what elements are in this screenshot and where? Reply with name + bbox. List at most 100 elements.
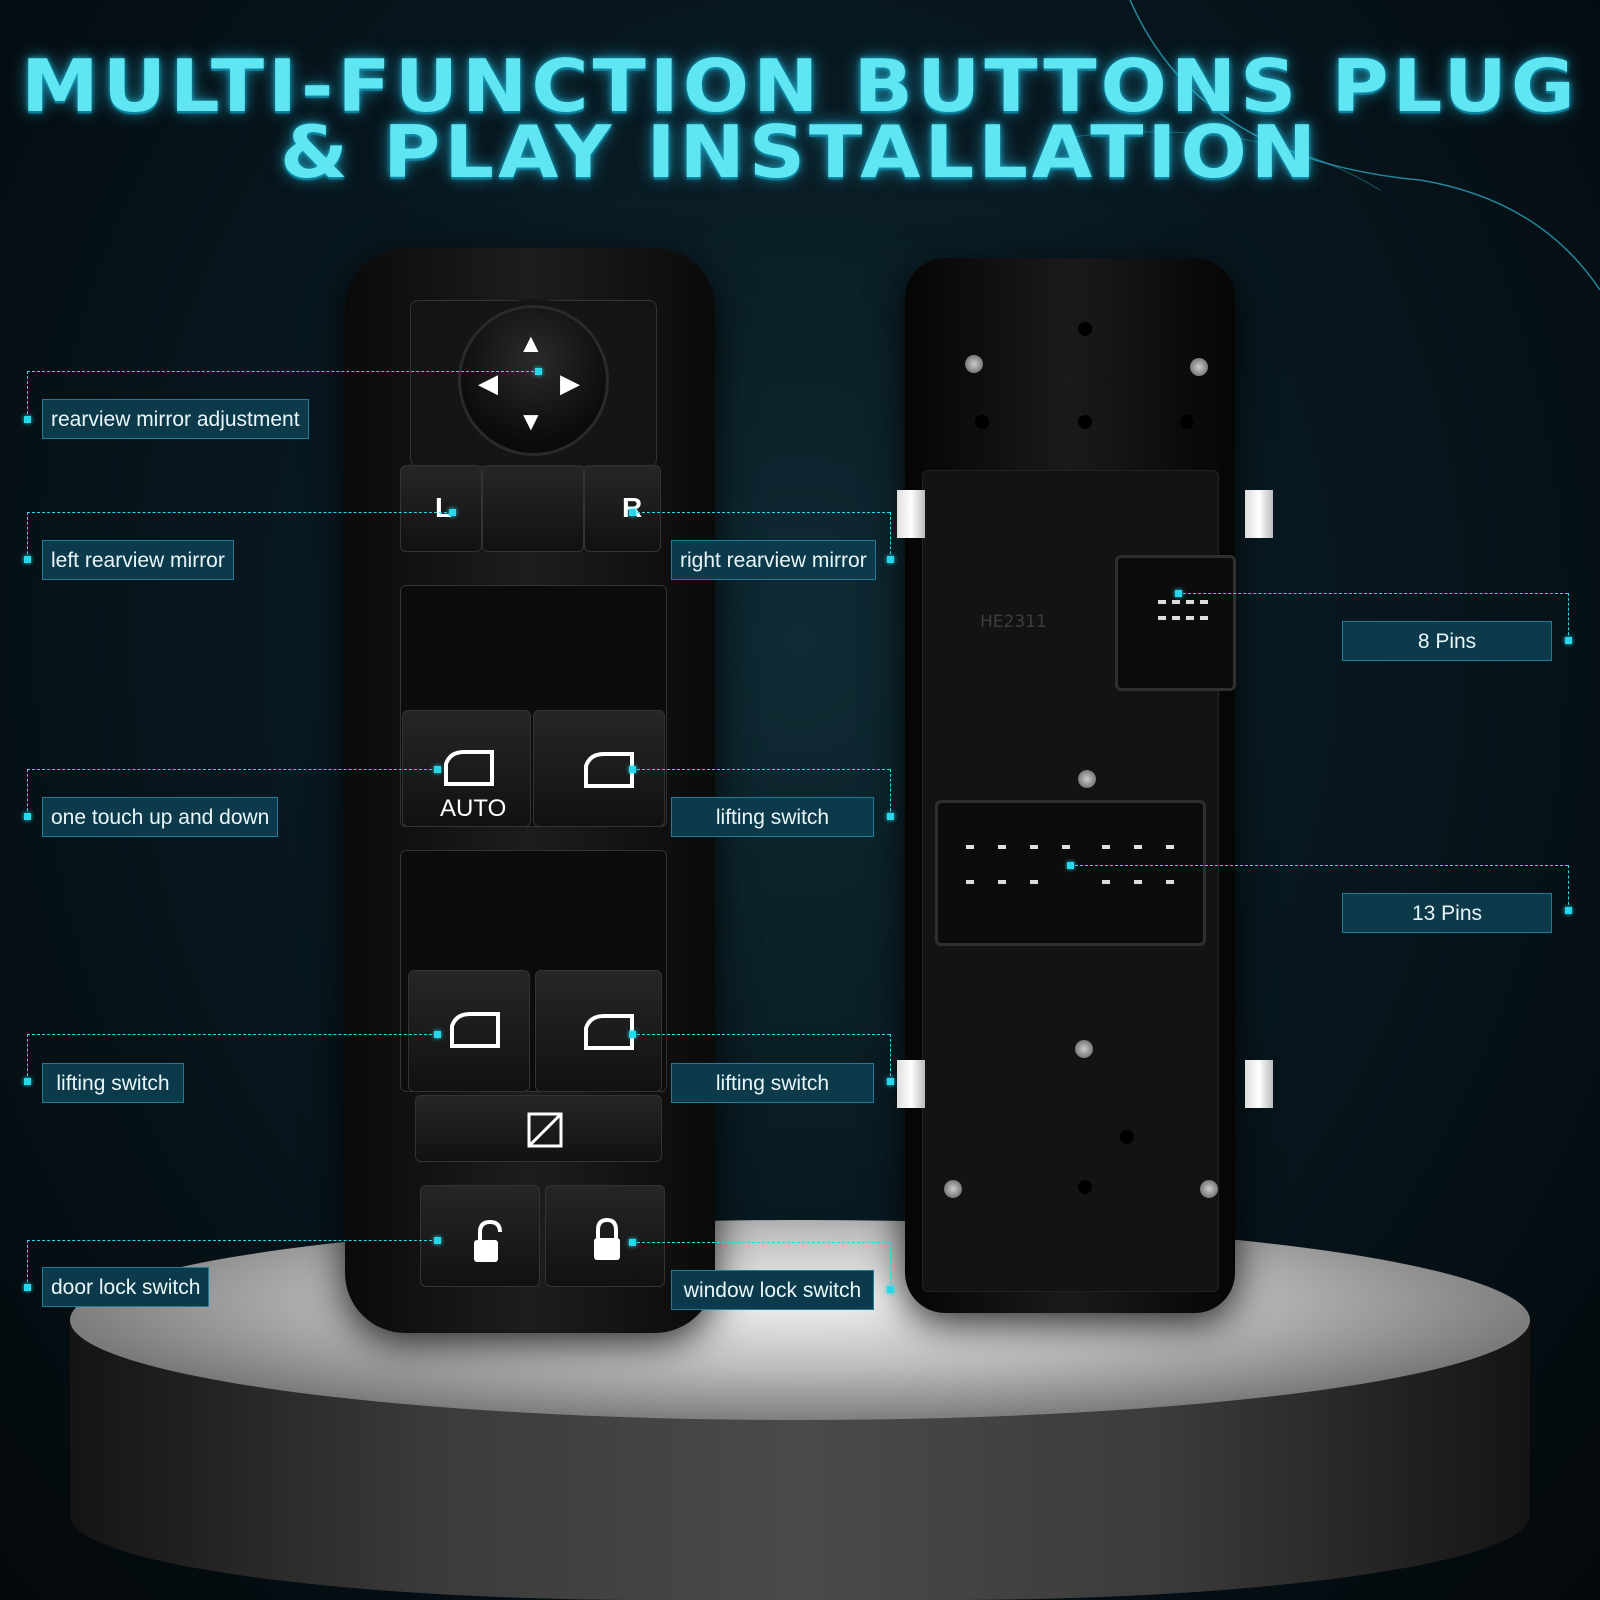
connector-pin <box>1186 600 1194 604</box>
callout-dot <box>24 1078 31 1085</box>
mounting-hole <box>1078 1180 1092 1194</box>
connector-pin <box>1172 616 1180 620</box>
mounting-hole <box>1078 415 1092 429</box>
callout-dot <box>887 1078 894 1085</box>
connector-pin <box>1134 845 1142 849</box>
callout-dot <box>449 509 456 516</box>
callout-dot <box>1565 907 1572 914</box>
leader-line <box>27 1240 28 1287</box>
callout-dot <box>434 1237 441 1244</box>
front-right-window-switch[interactable] <box>533 710 665 827</box>
leader-line <box>1568 593 1569 640</box>
leader-line <box>632 512 890 513</box>
label-lifting-switch-rear-right: lifting switch <box>671 1063 874 1103</box>
arrow-down-icon: ▼ <box>518 406 544 436</box>
leader-line <box>890 1034 891 1081</box>
connector-pin <box>1030 845 1038 849</box>
screw <box>1190 358 1208 376</box>
leader-line <box>27 371 539 372</box>
unlock-icon <box>474 1220 502 1262</box>
leader-line <box>890 1242 891 1289</box>
leader-line <box>632 1242 890 1243</box>
screw <box>1078 770 1096 788</box>
connector-pin <box>1166 845 1174 849</box>
window-icon <box>584 752 634 788</box>
arrow-right-icon: ▶ <box>560 368 580 398</box>
label-lifting-switch-rear-left: lifting switch <box>42 1063 184 1103</box>
retaining-clip <box>1245 1060 1273 1108</box>
rear-left-window-switch[interactable] <box>408 970 530 1092</box>
left-mirror-letter: L <box>435 492 453 523</box>
leader-line <box>27 512 452 513</box>
leader-line <box>1070 865 1568 866</box>
right-mirror-button[interactable] <box>584 465 661 552</box>
screw <box>965 355 983 373</box>
screw <box>944 1180 962 1198</box>
label-left-rearview-mirror: left rearview mirror <box>42 540 234 580</box>
leader-line <box>27 769 28 816</box>
label-8-pins: 8 Pins <box>1342 621 1552 661</box>
connector-pin <box>998 845 1006 849</box>
mounting-hole <box>1180 415 1194 429</box>
connector-pin <box>1200 616 1208 620</box>
mounting-hole <box>1078 322 1092 336</box>
callout-dot <box>629 766 636 773</box>
callout-dot <box>1067 862 1074 869</box>
lock-icon <box>594 1218 620 1260</box>
rear-right-window-switch[interactable] <box>535 970 662 1092</box>
leader-line <box>27 1034 28 1081</box>
connector-pin <box>1102 845 1110 849</box>
callout-dot <box>434 1031 441 1038</box>
connector-pin <box>1172 600 1180 604</box>
connector-pin <box>1166 880 1174 884</box>
retaining-clip <box>897 490 925 538</box>
connector-pin <box>1134 880 1142 884</box>
callout-dot <box>434 766 441 773</box>
leader-line <box>632 1034 890 1035</box>
mounting-hole <box>975 415 989 429</box>
connector-pin <box>1186 616 1194 620</box>
leader-line <box>1178 593 1568 594</box>
connector-8-pin <box>1115 555 1236 691</box>
callout-dot <box>629 1031 636 1038</box>
label-one-touch-up-down: one touch up and down <box>42 797 279 837</box>
arrow-left-icon: ◀ <box>478 368 498 398</box>
window-icon <box>444 750 494 786</box>
label-door-lock-switch: door lock switch <box>42 1267 210 1307</box>
label-rearview-mirror-adjustment: rearview mirror adjustment <box>42 399 309 439</box>
left-mirror-button[interactable] <box>400 465 482 552</box>
label-lifting-switch-front-right: lifting switch <box>671 797 874 837</box>
leader-line <box>890 769 891 816</box>
door-lock-button[interactable] <box>545 1185 665 1287</box>
window-lockout-icon <box>527 1112 563 1148</box>
front-left-window-switch[interactable] <box>402 710 531 827</box>
auto-label: AUTO <box>440 795 507 822</box>
window-lockout-button[interactable] <box>415 1095 662 1162</box>
connector-pin <box>1158 616 1166 620</box>
leader-line <box>27 512 28 559</box>
callout-dot <box>24 416 31 423</box>
retaining-clip <box>897 1060 925 1108</box>
mounting-hole <box>1120 1130 1134 1144</box>
callout-dot <box>1175 590 1182 597</box>
leader-line <box>632 769 890 770</box>
connector-pin <box>966 880 974 884</box>
callout-dot <box>629 1239 636 1246</box>
callout-dot <box>887 1286 894 1293</box>
title-line-1: MULTI-FUNCTION BUTTONS PLUG <box>21 45 1579 129</box>
arrow-up-icon: ▲ <box>518 328 544 358</box>
callout-dot <box>24 813 31 820</box>
callout-dot <box>887 556 894 563</box>
leader-line <box>27 769 437 770</box>
mirror-center-button[interactable] <box>482 465 584 552</box>
mirror-adjust-knob[interactable] <box>458 305 609 456</box>
leader-line <box>1568 865 1569 910</box>
part-number: HE2311 <box>980 612 1047 632</box>
leader-line <box>27 371 28 419</box>
connector-pin <box>1102 880 1110 884</box>
connector-pin <box>1200 600 1208 604</box>
label-right-rearview-mirror: right rearview mirror <box>671 540 876 580</box>
right-mirror-letter: R <box>622 492 643 523</box>
label-13-pins: 13 Pins <box>1342 893 1552 933</box>
